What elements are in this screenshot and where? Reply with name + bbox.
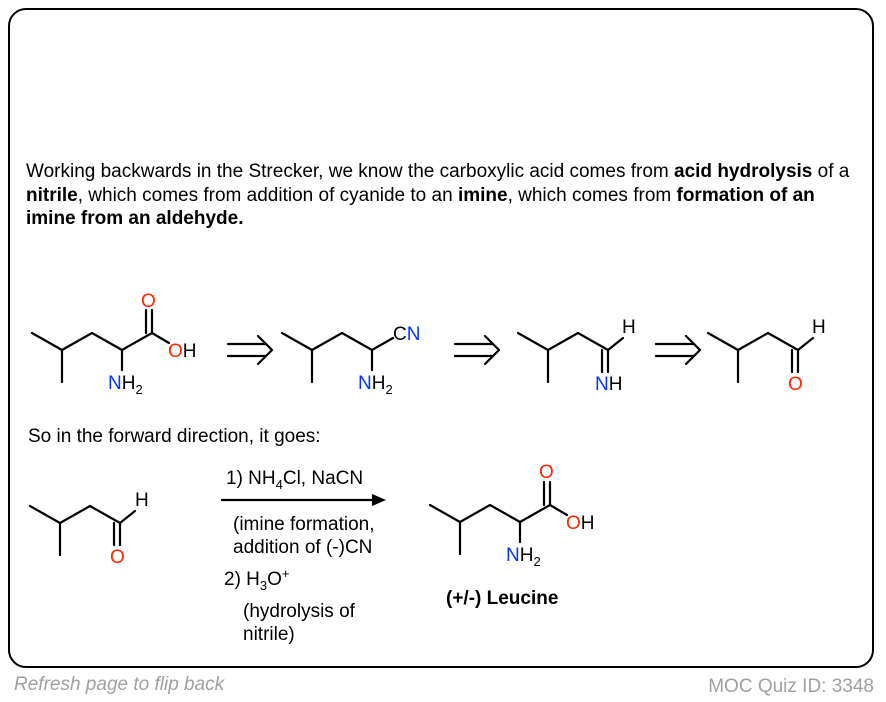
intro-text-3: , which comes from addition of cyanide t… [77, 184, 458, 206]
leucine-structure-1 [30, 308, 171, 384]
quiz-id-label: MOC Quiz ID: 3348 [708, 676, 874, 697]
step2-sub: 3 [260, 578, 267, 593]
intro-text-2: of a [812, 161, 850, 182]
reagent-step-2: 2) H3O+ [224, 566, 290, 593]
quiz-card[interactable] [8, 8, 874, 668]
note1-line2: addition of (-)CN [233, 537, 372, 558]
forward-direction-label: So in the forward direction, it goes: [28, 426, 321, 447]
hydroxyl-h-2: H [581, 513, 595, 534]
step2-o: O [267, 569, 282, 590]
aldehyde-h-label-2: H [135, 490, 149, 511]
intro-bold-nitrile: nitrile [26, 184, 78, 206]
intro-bold-acid-hydrolysis: acid hydrolysis [674, 161, 813, 182]
oxygen-label-2: O [539, 462, 554, 483]
forward-arrow-head [372, 494, 386, 506]
aldehyde-o-label-2: O [110, 547, 125, 568]
intro-bold-imine: imine [457, 184, 508, 206]
imine-h-label: H [622, 317, 636, 338]
hydroxyl-h-1: H [183, 341, 197, 362]
amine-label-1: NH2 [108, 373, 143, 397]
amine-n-1: N [108, 373, 122, 394]
nitrile-n: N [407, 324, 421, 345]
hydroxyl-label-1: OH [168, 341, 197, 362]
step2-text: 2) H [224, 569, 260, 590]
nitrile-c: C [393, 324, 407, 345]
product-name-label: (+/-) Leucine [446, 588, 558, 609]
hydroxyl-label-2: OH [566, 513, 595, 534]
step1-rest: Cl, NaCN [283, 468, 363, 489]
intro-paragraph: Working backwards in the Strecker, we kn… [26, 160, 856, 231]
amine-h-2: H [372, 373, 386, 394]
imine-n: N [595, 374, 609, 395]
oxygen-label-1: O [141, 291, 156, 312]
note1-line1: (imine formation, [233, 514, 375, 535]
retro-arrow-2 [453, 334, 501, 366]
note2-line2: nitrile) [243, 624, 295, 645]
hydroxyl-o-2: O [566, 513, 581, 534]
intro-bold-formation: formation of an imine from an aldehyde. [26, 184, 815, 230]
amine-sub-2: 2 [385, 382, 392, 397]
nitrile-label: CN [393, 324, 420, 345]
amine-label-2: NH2 [358, 373, 393, 397]
amine-sub-3: 2 [533, 554, 540, 569]
intro-text-1: Working backwards in the Strecker, we kn… [26, 161, 675, 182]
aldehyde-structure-2 [28, 504, 137, 557]
hydroxyl-o-1: O [168, 341, 183, 362]
imine-h: H [609, 374, 623, 395]
amine-n-3: N [506, 545, 520, 566]
aldehyde-h-label-1: H [812, 317, 826, 338]
note2-line1: (hydrolysis of [243, 601, 356, 622]
amine-h-1: H [122, 373, 136, 394]
step2-sup: + [282, 566, 290, 581]
imine-structure [516, 331, 625, 384]
refresh-hint: Refresh page to flip back [14, 674, 225, 695]
imine-nh-label: NH [595, 374, 622, 395]
amine-label-3: NH2 [506, 545, 541, 569]
aldehyde-o-label-1: O [788, 374, 803, 395]
reagent-step-1: 1) NH4Cl, NaCN [226, 468, 363, 492]
amine-h-3: H [520, 545, 534, 566]
amine-sub-1: 2 [135, 382, 142, 397]
amine-n-2: N [358, 373, 372, 394]
aminonitrile-structure [280, 331, 395, 384]
aldehyde-structure-1 [706, 331, 815, 384]
step1-text: 1) NH [226, 468, 276, 489]
intro-text-4: , which comes from [507, 184, 677, 206]
retro-arrow-3 [654, 334, 702, 366]
leucine-structure-2 [428, 480, 569, 556]
step1-sub: 4 [276, 477, 283, 492]
retro-arrow-1 [226, 334, 274, 366]
